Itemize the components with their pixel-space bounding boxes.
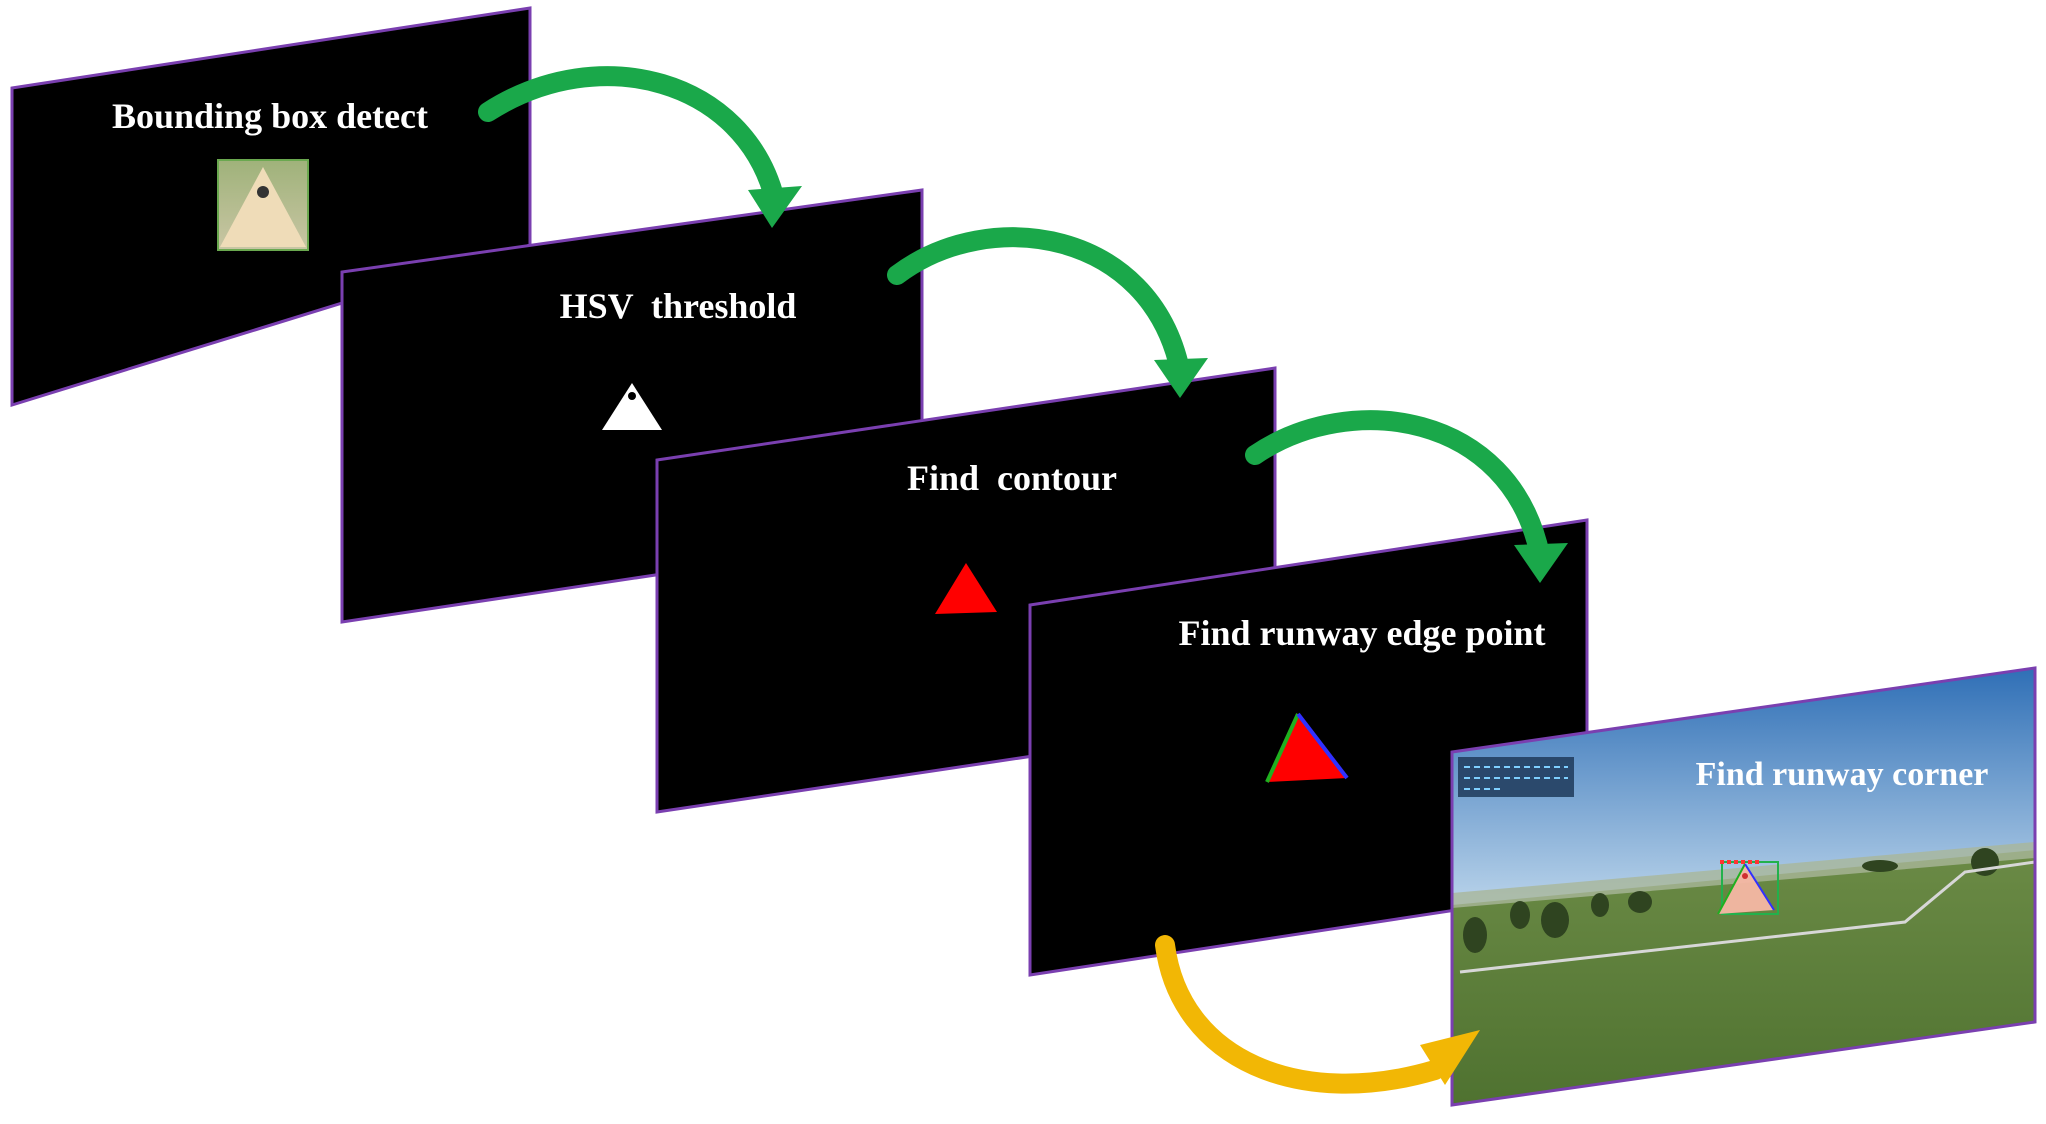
panel-find-runway-edge-point: Find runway edge point: [1028, 518, 1589, 977]
stage-label-3: Find contour: [907, 458, 1117, 498]
edge-point-triangle: [1265, 712, 1349, 783]
stage-label-5: Find runway corner: [1696, 756, 1989, 793]
detected-runway-corner: [1717, 860, 1779, 915]
stage-label-1: Bounding box detect: [112, 96, 428, 136]
hud-overlay: [1458, 757, 1574, 797]
runway-boundary: [1459, 860, 2036, 974]
panel-bounding-box-detect: Bounding box detect: [10, 6, 532, 408]
flow-arrow-1-to-2: [478, 66, 802, 228]
panel-find-runway-corner: Find runway corner: [1450, 666, 2037, 1107]
flow-arrow-4-to-5: [1155, 935, 1480, 1094]
stage-label-2: HSV threshold: [560, 286, 797, 326]
stage-label-4: Find runway edge point: [1178, 613, 1545, 653]
flow-arrow-2-to-3: [887, 227, 1208, 398]
runway-crop-thumbnail: [217, 159, 309, 251]
flow-arrow-3-to-4: [1245, 410, 1568, 583]
threshold-triangle: [602, 383, 662, 430]
contour-triangle: [935, 563, 997, 614]
